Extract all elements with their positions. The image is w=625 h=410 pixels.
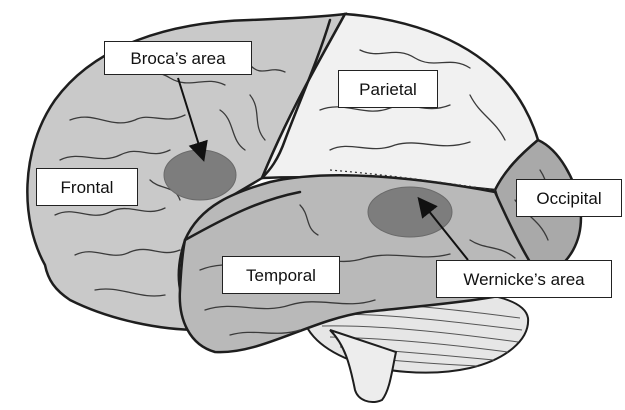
wernicke-label: Wernicke’s area	[436, 260, 612, 298]
frontal-label: Frontal	[36, 168, 138, 206]
parietal-label: Parietal	[338, 70, 438, 108]
broca-label: Broca’s area	[104, 41, 252, 75]
temporal-label: Temporal	[222, 256, 340, 294]
broca-area-region	[164, 150, 236, 200]
wernicke-area-region	[368, 187, 452, 237]
occipital-label: Occipital	[516, 179, 622, 217]
